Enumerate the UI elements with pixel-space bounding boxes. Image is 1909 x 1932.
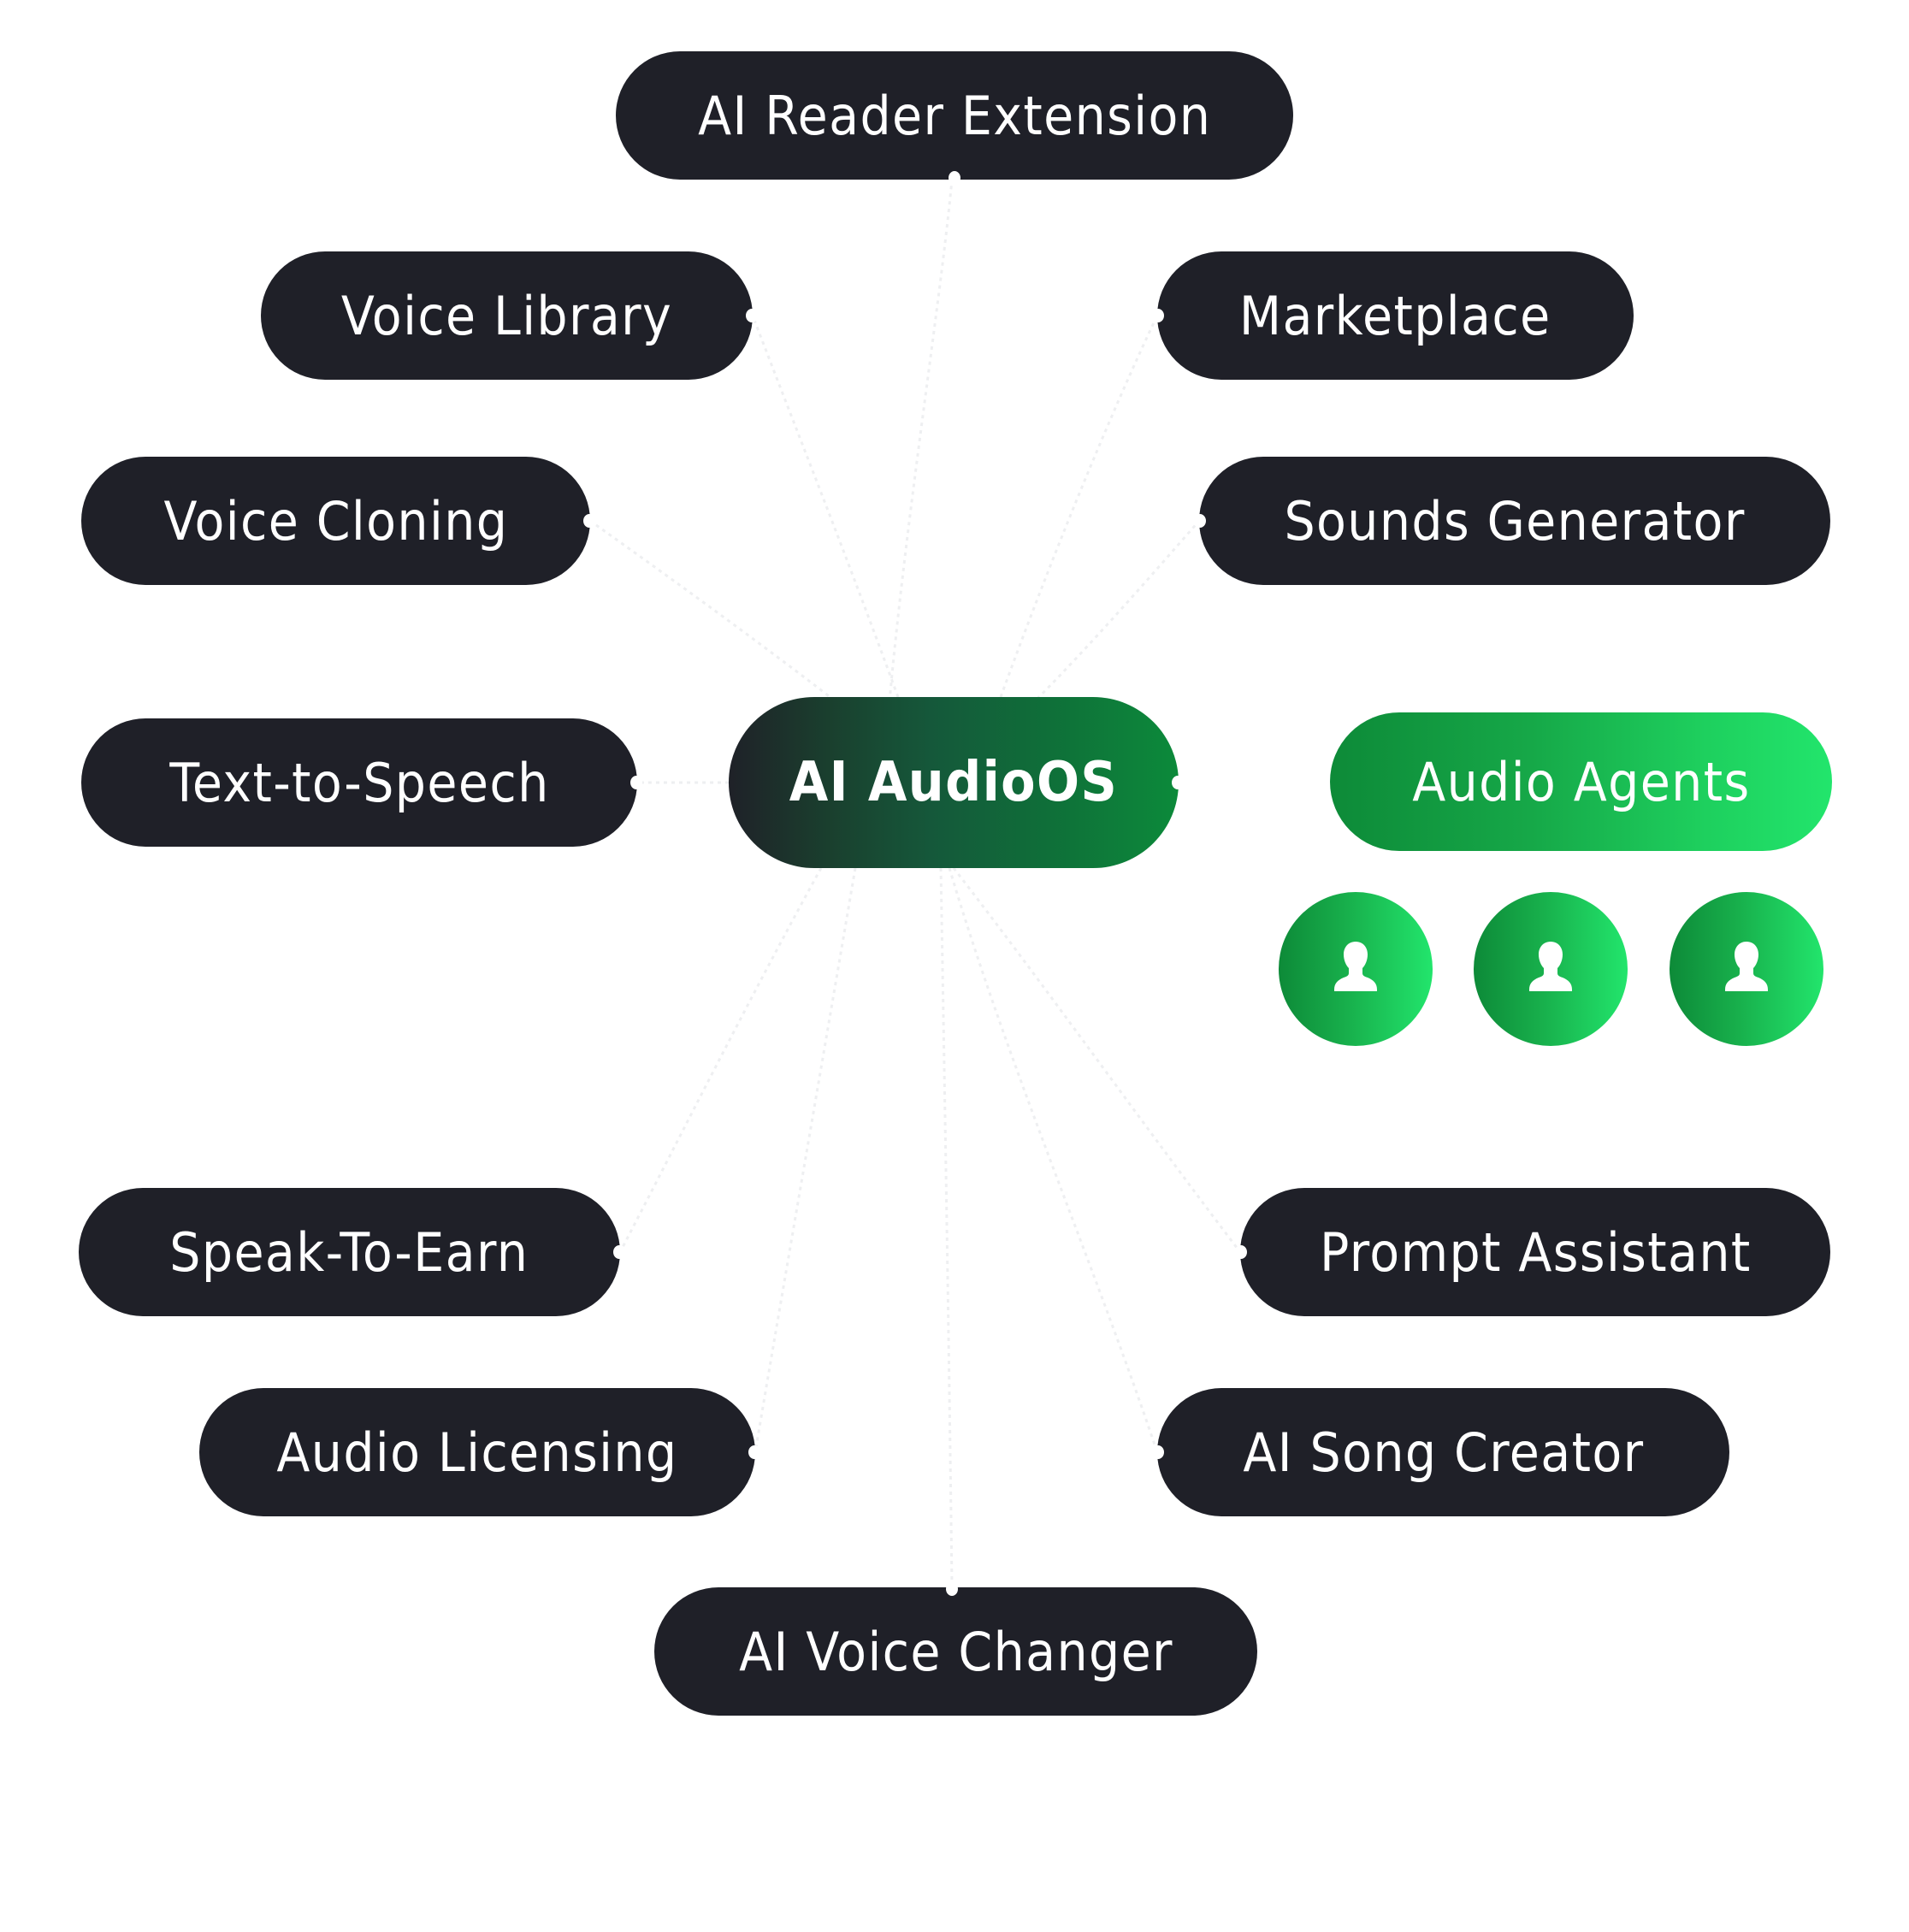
- connector-center-to-voice-library: [751, 315, 900, 698]
- user-icon: [1334, 942, 1377, 991]
- agent-avatar-1[interactable]: [1279, 892, 1433, 1046]
- node-label: Audio Licensing: [276, 1421, 678, 1484]
- node-label: Text-to-Speech: [168, 751, 550, 814]
- node-audio-agents[interactable]: Audio Agents: [1330, 712, 1832, 851]
- node-label: Prompt Assistant: [1319, 1220, 1752, 1284]
- agent-avatar-2[interactable]: [1474, 892, 1628, 1046]
- node-label: AI Voice Changer: [738, 1620, 1173, 1683]
- node-ai-reader-extension[interactable]: AI Reader Extension: [616, 51, 1293, 185]
- node-label: AI Reader Extension: [697, 84, 1212, 147]
- connector-dot: [630, 776, 642, 789]
- node-text-to-speech[interactable]: Text-to-Speech: [81, 718, 642, 847]
- connector-dot: [613, 1245, 625, 1259]
- connector-dot: [1235, 1245, 1247, 1259]
- connector-center-to-ai-song-creator: [948, 867, 1159, 1453]
- node-label: Voice Cloning: [163, 489, 508, 552]
- connector-center-to-speak-to-earn: [618, 867, 823, 1253]
- agent-avatar-3[interactable]: [1670, 892, 1823, 1046]
- user-icon: [1529, 942, 1572, 991]
- connector-dot: [583, 514, 595, 528]
- node-voice-library[interactable]: Voice Library: [261, 251, 758, 380]
- connector-dot: [1152, 309, 1164, 322]
- connector-dot: [1172, 776, 1184, 789]
- node-label: Speak-To-Earn: [169, 1220, 529, 1284]
- connector-center-to-audio-licensing: [754, 867, 857, 1453]
- user-icon: [1725, 942, 1768, 991]
- node-label: Marketplace: [1239, 284, 1551, 347]
- connector-center-to-sounds-generator: [1025, 520, 1201, 712]
- node-label: Voice Library: [340, 284, 673, 347]
- node-ai-song-creator[interactable]: AI Song Creator: [1152, 1388, 1729, 1516]
- connector-center-to-voice-cloning: [589, 519, 848, 712]
- connector-center-to-ai-reader-extension: [888, 179, 954, 702]
- connector-dot: [1194, 514, 1206, 528]
- node-audio-licensing[interactable]: Audio Licensing: [199, 1388, 760, 1516]
- node-ai-voice-changer[interactable]: AI Voice Changer: [654, 1582, 1257, 1716]
- connector-center-to-prompt-assistant: [952, 867, 1242, 1253]
- node-ai-audioos-hub[interactable]: AI AudioOS: [729, 697, 1184, 868]
- connector-center-to-marketplace: [999, 315, 1159, 698]
- node-label: AI Song Creator: [1242, 1421, 1645, 1484]
- node-sounds-generator[interactable]: Sounds Generator: [1194, 457, 1830, 585]
- node-label: Audio Agents: [1411, 750, 1751, 813]
- node-marketplace[interactable]: Marketplace: [1152, 251, 1634, 380]
- connector-dot: [946, 1582, 958, 1596]
- connector-dot: [746, 309, 758, 322]
- connector-center-to-ai-voice-changer: [939, 867, 954, 1588]
- node-label: Sounds Generator: [1284, 489, 1746, 552]
- hub-label: AI AudioOS: [789, 751, 1119, 814]
- connector-dot: [1152, 1445, 1164, 1459]
- node-voice-cloning[interactable]: Voice Cloning: [81, 457, 595, 585]
- connector-dot: [949, 171, 960, 185]
- connector-dot: [748, 1445, 760, 1459]
- node-speak-to-earn[interactable]: Speak-To-Earn: [79, 1188, 625, 1316]
- node-prompt-assistant[interactable]: Prompt Assistant: [1235, 1188, 1830, 1316]
